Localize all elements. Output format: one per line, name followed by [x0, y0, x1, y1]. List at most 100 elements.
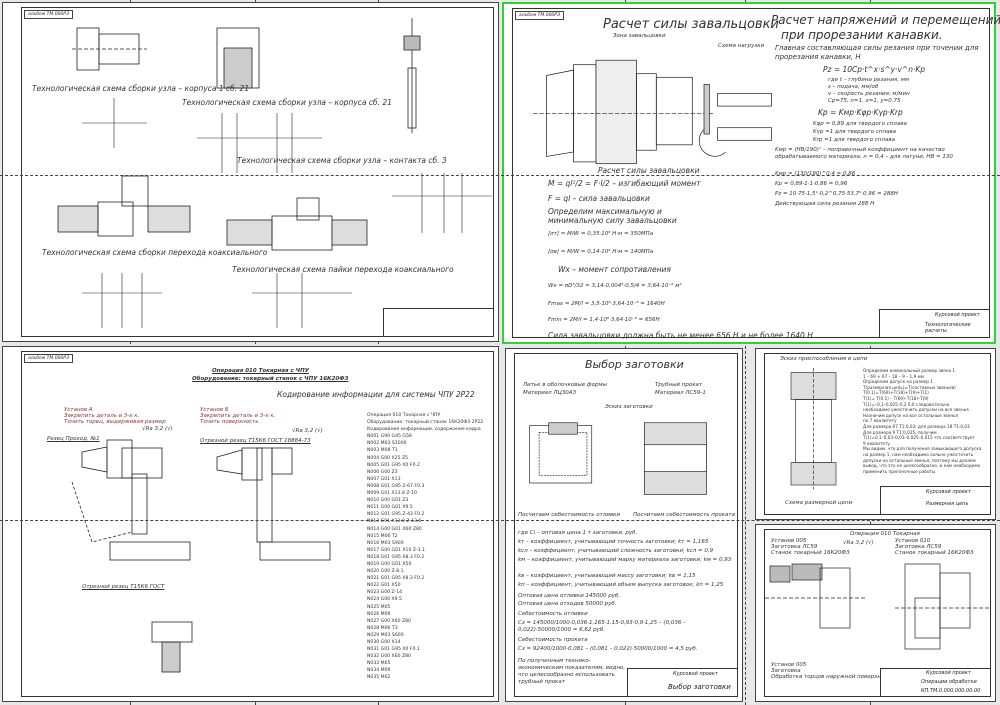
text-line: Определим допуск на размер 1: [863, 379, 933, 385]
chain-scheme-label: Схема размерной цепи: [785, 500, 853, 506]
title-block: Курсовой проект Выбор заготовки: [627, 668, 737, 696]
blank-title: Выбор заготовки: [585, 358, 684, 371]
text-line: Оборудование: токарный станок 16К20Ф3 2Р…: [367, 420, 484, 426]
info-line: Установ 005: [771, 538, 807, 544]
text-line: 1 – 69 + 67 – 18 – 9 – 1,9 мм: [863, 373, 924, 379]
text-line: N019 G00 G01 X50: [367, 561, 412, 567]
text-line: N002 M03 S1000: [367, 441, 407, 447]
text-line: N013 G01 X13.8 Z-13.6: [367, 519, 422, 525]
cutoff-tool-label: Отрезной резец Т15К6 ГОСТ 18884-73: [200, 438, 311, 444]
sheet-frame: Операция 010 Токарная Установ 005 Загото…: [764, 529, 991, 697]
sheet-frame: Эскиз приспособления в цепи Схема размер…: [764, 353, 991, 515]
tool-label: Резец Проход. №1: [47, 436, 100, 442]
cnc-title: Кодирование информации для системы ЧПУ 2…: [277, 390, 475, 399]
page-break-line: [0, 520, 1000, 521]
pz-formula: Pz = 10Cp·t^x·s^y·v^n·Kp: [823, 65, 926, 74]
sheet-dimension-chain[interactable]: Эскиз приспособления в цепи Схема размер…: [755, 348, 996, 520]
text-line: Кодирование информации, содержание кадра: [367, 427, 481, 433]
cut-force-text: Главная составляющая силы резания при то…: [775, 44, 979, 61]
text-line: N004 G00 X25 Z5: [367, 455, 409, 461]
roughness-mark: √Ra 3,2 (√): [142, 426, 173, 432]
stamp-title: Курсовой проект: [673, 671, 718, 677]
text-line: по 7 квалитету: [863, 418, 897, 424]
text-line: N012 G01 G95 Z-43 F0.2: [367, 512, 425, 518]
text-line: Т(1)=–0,1–0,025–0,2 0,0 следовательно: [863, 401, 950, 407]
sheet-machining-operations[interactable]: Операция 010 Токарная Установ 005 Загото…: [755, 524, 996, 702]
stamp-name: Операции обработки: [921, 679, 977, 685]
text-line: N014 G00 G01 X60 Z80: [367, 526, 422, 532]
text-line: Т(размерная цепь)=Т(составных звеньев): [863, 384, 956, 390]
setup-line: Закрепить деталь в 3-х к.: [64, 413, 140, 419]
text-line: N008 G01 G95 Z-67 F0.3: [367, 483, 425, 489]
setup-line: Точить торец, выдерживая размер: [64, 419, 166, 425]
k-item: Kφр = 0,89 для твердого сплава: [813, 121, 907, 127]
setup-line: Закрепить деталь в 3-х к.: [200, 413, 276, 419]
sigma-t: [σт] = M/W = 0,35·10⁸ Н·м = 350МПа: [548, 231, 654, 237]
cost-roll-heading: Посчитаем себестоимость проката: [633, 512, 736, 518]
text-line: N022 G01 X50: [367, 583, 401, 589]
info-line: Заготовка ЛС59: [771, 544, 818, 550]
coef-line: kп – коэффициент, учитывающий объем выпу…: [518, 582, 724, 588]
sketch-label: Эскиз заготовки: [605, 404, 653, 410]
sheet-cnc-operation[interactable]: альбом ТМ.000РЭ Операция 010 Токарная с …: [2, 346, 499, 702]
text-line: N015 M06 T2: [367, 533, 398, 539]
text-line: N017 G00 G01 X10 Z-3.1: [367, 547, 425, 553]
text-line: Для размера 67 Т1:0,03; для размера 18 Т…: [863, 423, 970, 429]
roughness-mark: √Ra 3,2 (√): [843, 540, 874, 546]
cutter-label: Отрезной резец Т15К6 ГОСТ: [82, 584, 165, 590]
sheet-frame: Выбор заготовки Литье в оболочковые форм…: [514, 353, 738, 697]
text-line: N010 G00 G01 Z3: [367, 498, 409, 504]
text-line: N026 M09: [367, 611, 391, 617]
text-line: N025 M05: [367, 604, 391, 610]
text-line: N011 G00 G01 X9.5: [367, 505, 413, 511]
sheet-blank-selection[interactable]: Выбор заготовки Литье в оболочковые форм…: [505, 348, 743, 702]
machining-sketches: [765, 563, 990, 650]
cost-cast-heading: Посчитаем себестоимость отливки: [518, 512, 621, 518]
text-line: необходимо ужесточить допуски на все зве…: [863, 407, 969, 413]
text-line: N035 M02: [367, 675, 391, 681]
kmp-value: Kмр = (130/190)^0,4 = 0,86: [775, 171, 856, 177]
text-line: N006 G00 Z3: [367, 469, 398, 475]
setup-line: Установ А: [64, 407, 93, 413]
cut-result: Действующая сила резания 288 Н: [775, 201, 875, 207]
text-line: допуски на остальные звенья, поэтому мы …: [863, 457, 976, 463]
text-line: N020 G00 Z-8.1: [367, 569, 404, 575]
text-line: N023 G00 Z-14: [367, 590, 403, 596]
kp-formula: Kp = Kмр·Kφр·Kγр·Krр: [818, 108, 903, 117]
coef-line: kт – коэффициент, учитывающий точность з…: [518, 539, 709, 545]
coef-line: где Ci – оптовая цена 1 т заготовки, руб…: [518, 530, 638, 536]
text-line: применить пригоночные работы: [863, 468, 936, 474]
text-line: N001 G90 G45 G58: [367, 434, 412, 440]
kp-value: Kp = 0,89·1·1·0,86 = 0,96: [775, 181, 848, 187]
text-line: Определим номинальный размер звена 1: [863, 368, 956, 373]
text-line: N016 M03 S900: [367, 540, 404, 546]
text-line: N028 M06 T3: [367, 625, 398, 631]
text-line: N031 G01 G95 X0 F0.1: [367, 647, 420, 653]
page-break-line: [0, 175, 1000, 176]
k-item: Krр =1 для твердого сплава: [813, 137, 895, 143]
define-text: Определим максимальную и минимальную сил…: [548, 207, 677, 225]
sheet-force-calculation[interactable]: альбом ТМ.000РЭ Расчет силы завальцовки …: [502, 2, 1000, 344]
text-line: Т(1)=0,1–0,03–0,03–0,025–0,015 что соотв…: [863, 435, 975, 441]
title-block: [383, 308, 493, 336]
text-line: Для размера 9 Т1:0,025, получим: [863, 429, 937, 435]
stamp-name: Технологические расчеты: [925, 322, 971, 334]
text-line: Т(1)= Т(0 1) – Т(69)–Т(18)–Т(9): [863, 395, 929, 401]
text-line: N018 G01 G95 X8.3 F0.2: [367, 554, 425, 560]
coef-line: kм – коэффициент, учитывающий марку мате…: [518, 557, 732, 563]
stamp-title: Курсовой проект: [935, 312, 980, 318]
sheet-assembly-schemes[interactable]: альбом ТМ.000РЭ Технологическая схема сб…: [2, 2, 499, 342]
w-label: Wх – момент сопротивления: [558, 265, 671, 274]
scheme-title: Технологическая схема сборки узла – корп…: [32, 84, 250, 93]
pz-value: Pz = 10·75·1,5¹·0,2^0,75·53,7⁰·0,96 = 28…: [775, 191, 899, 197]
cost-roll-formula: Cз = 92400/1000·0,081 – (0,081 – 0,022)·…: [518, 646, 698, 652]
page-break-line: [745, 0, 746, 705]
zone-label: Зона завальцовки: [613, 33, 666, 39]
where-line: s – подача, мм/об: [828, 84, 879, 90]
sigma-v: [σв] = M/W = 0,14·10⁸ Н·м = 140МПа: [548, 249, 654, 255]
scheme-title: Технологическая схема сборки перехода ко…: [42, 248, 268, 257]
scheme-label: Схема нагрузки: [718, 43, 765, 49]
blank-sketches: [529, 422, 707, 495]
